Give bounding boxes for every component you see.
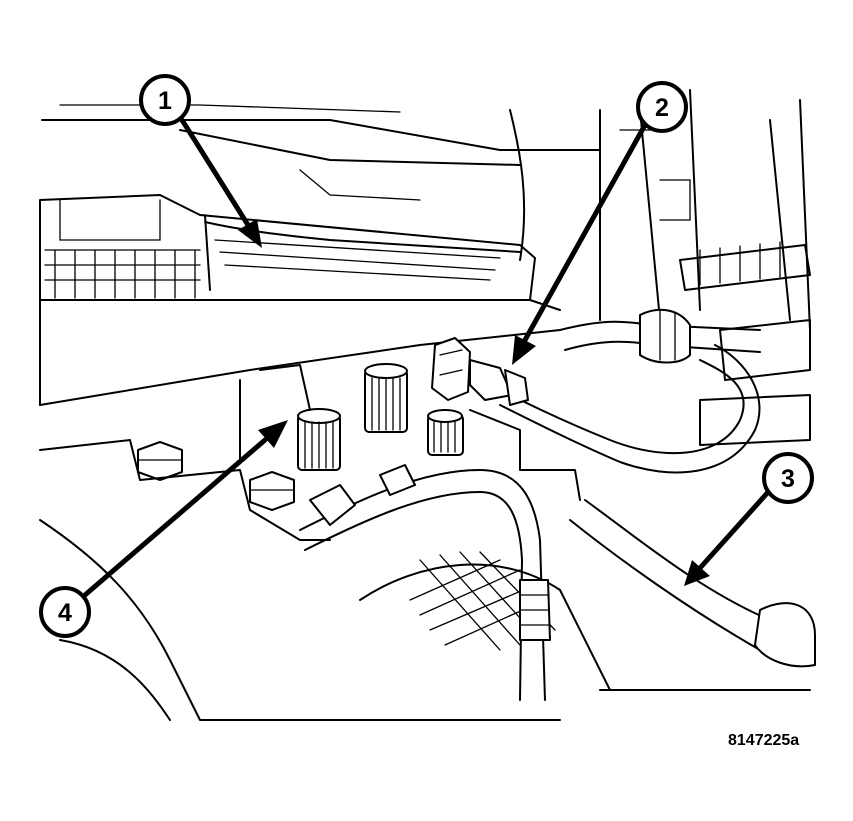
- mounting-bolts: [137, 441, 295, 511]
- hood-outline: [41, 104, 601, 261]
- callout-2-label: 2: [655, 94, 669, 122]
- figure-id: 8147225a: [728, 732, 799, 749]
- firewall-bracket: [599, 89, 811, 446]
- callout-1-leader: [179, 117, 262, 248]
- callout-4: 4: [39, 586, 91, 638]
- coolant-reservoir: [39, 194, 536, 301]
- ac-suction-line: [479, 308, 761, 474]
- callout-1: 1: [139, 74, 191, 126]
- radiator-panel: [39, 299, 561, 406]
- callout-3-leader: [684, 487, 773, 586]
- callout-4-label: 4: [58, 599, 72, 627]
- callout-4-leader: [82, 420, 288, 598]
- wiring-harness: [299, 464, 551, 701]
- callout-3-label: 3: [781, 465, 795, 493]
- engine-block: [39, 364, 811, 721]
- callout-1-label: 1: [158, 87, 172, 115]
- service-port-caps: [297, 363, 464, 471]
- callout-2: 2: [636, 81, 688, 133]
- callout-3: 3: [762, 452, 814, 504]
- ac-line-fitting: [431, 337, 529, 406]
- callout-2-leader: [512, 122, 648, 365]
- heater-hose: [569, 499, 816, 668]
